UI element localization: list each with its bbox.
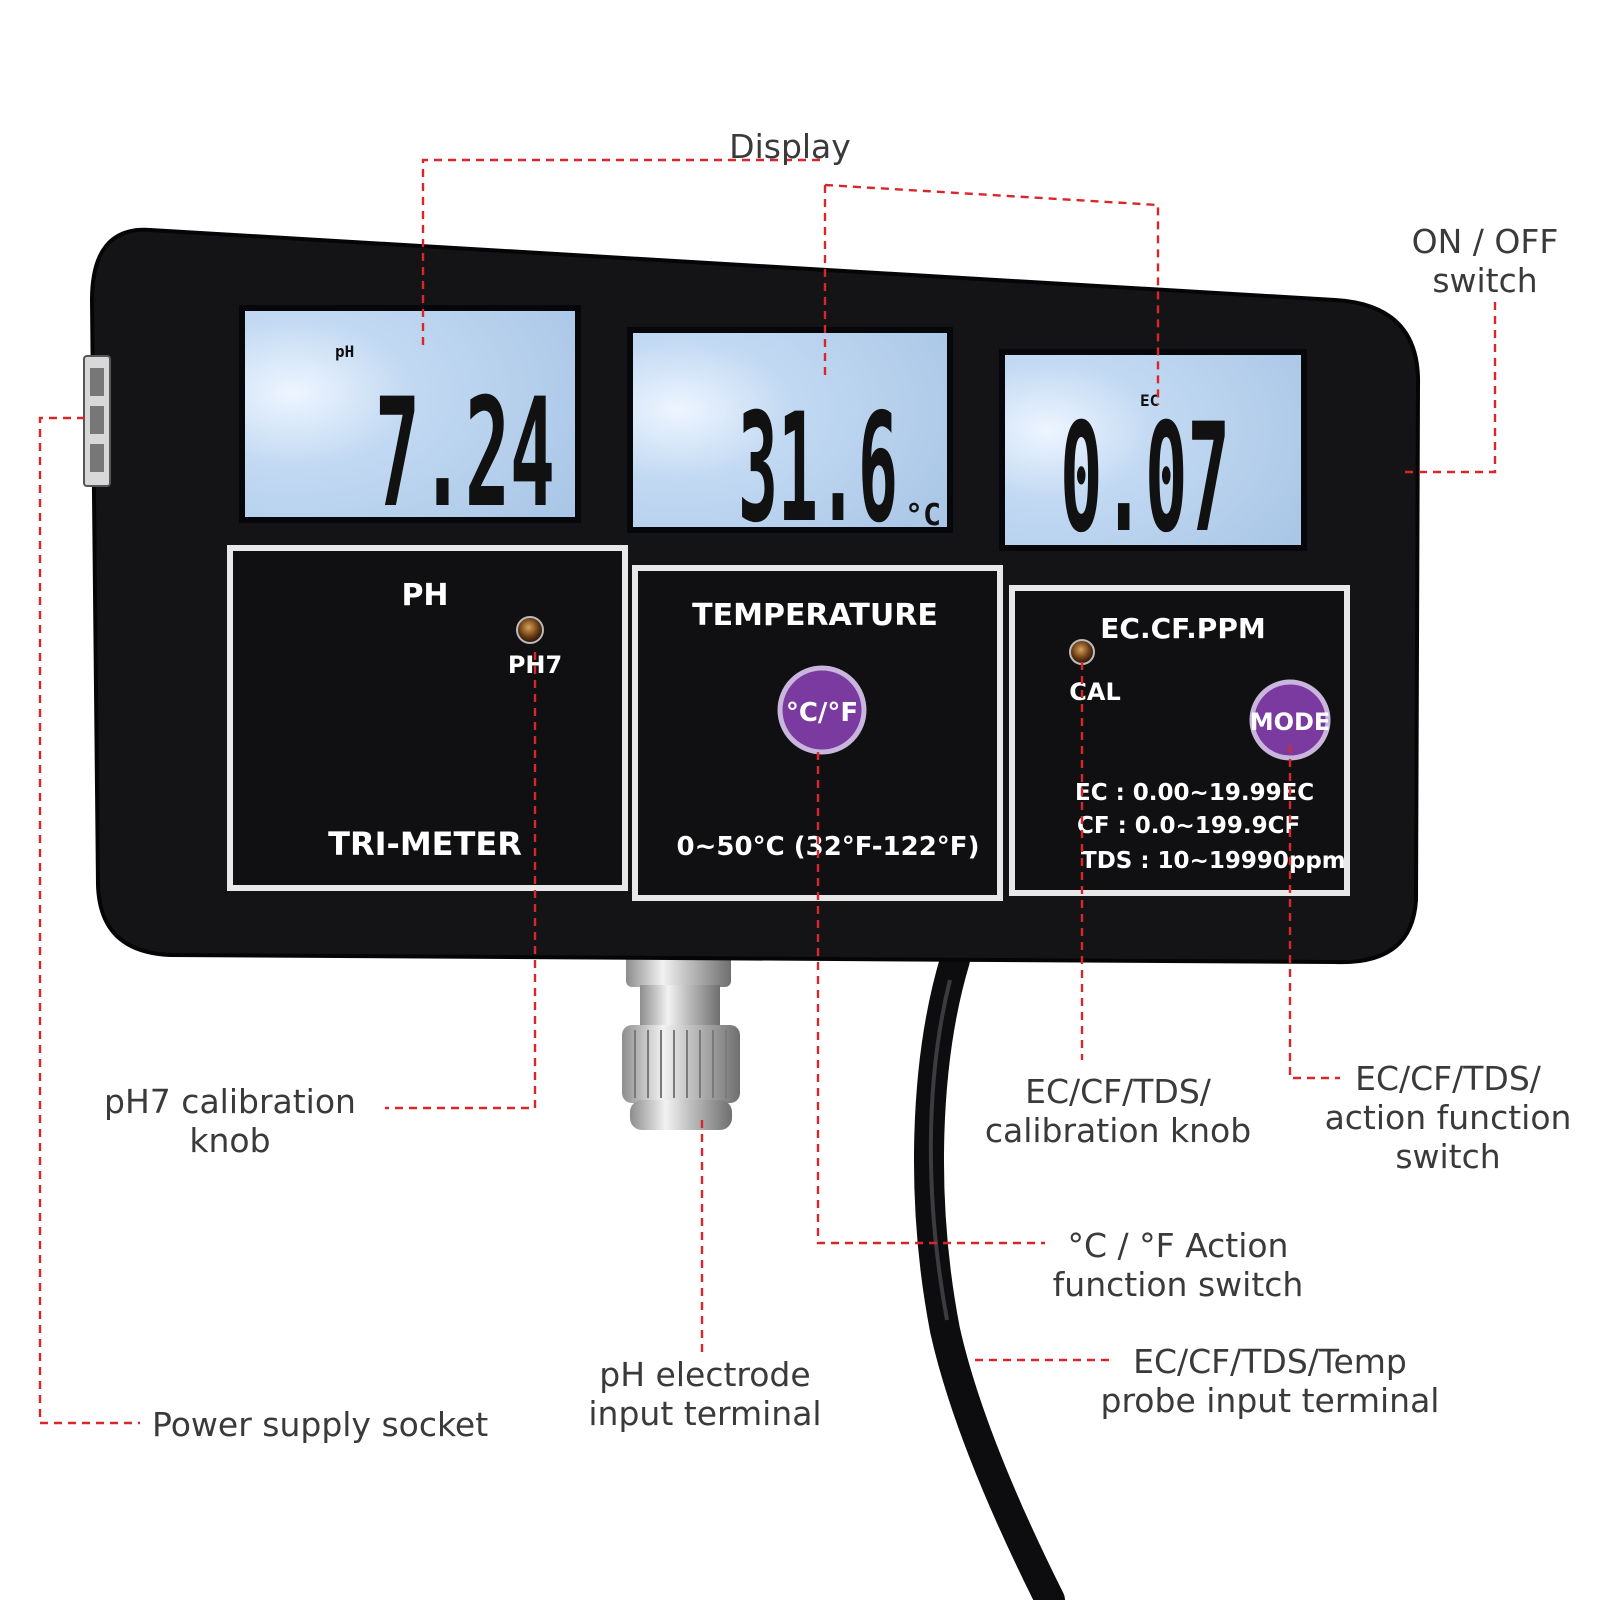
panel-ec-title: EC.CF.PPM	[1100, 612, 1265, 645]
panel-ec-spec: TDS : 10~19990ppm	[1081, 848, 1346, 874]
callout-on-off: ON / OFF switch	[1380, 222, 1590, 300]
callout-probe-terminal: EC/CF/TDS/Temp probe input terminal	[1070, 1342, 1470, 1420]
panel-ec-knob-label: CAL	[1069, 678, 1120, 706]
mode-button[interactable]	[1249, 679, 1331, 761]
lcd-ec-unit: EC	[1140, 391, 1159, 410]
callout-power-socket-text: Power supply socket	[152, 1405, 489, 1444]
temp-unit-button[interactable]	[777, 665, 867, 755]
lcd-ec	[999, 349, 1307, 551]
panel-ec-spec: EC : 0.00~19.99EC	[1075, 780, 1314, 806]
leader-display	[421, 158, 1160, 405]
lcd-temp-value: 31.6	[738, 382, 898, 556]
callout-display: Display	[690, 127, 890, 166]
probe-cable-highlight	[928, 979, 952, 1321]
lcd-temp-unit: °C	[905, 498, 941, 533]
temp-unit-button-label: °C/°F	[786, 698, 858, 728]
panel-temp-title: TEMPERATURE	[692, 598, 938, 633]
callout-on-off-line: switch	[1432, 261, 1538, 300]
leader-power-socket	[38, 416, 140, 1425]
callout-power-socket: Power supply socket	[152, 1405, 532, 1444]
leader-on-off	[1405, 302, 1497, 474]
lcd-ph-value: 7.24	[375, 367, 555, 541]
lcd-ph	[239, 305, 581, 523]
ec-cal-knob[interactable]	[1069, 639, 1095, 665]
panel-ph-footer: TRI-METER	[328, 825, 522, 863]
panel-ph	[227, 545, 628, 891]
callout-ph-electrode-line: pH electrode	[599, 1355, 811, 1394]
callout-temp-switch-line: °C / °F Action	[1067, 1226, 1289, 1265]
ph7-knob[interactable]	[516, 616, 544, 644]
leader-temp-switch	[816, 752, 1045, 1245]
callout-ec-cal-knob-line: calibration knob	[984, 1111, 1252, 1150]
callout-ph7-knob-line: pH7 calibration	[104, 1082, 356, 1121]
mode-button-label: MODE	[1250, 708, 1331, 736]
callout-mode-switch: EC/CF/TDS/ action function switch	[1302, 1059, 1594, 1176]
callout-ph-electrode-line: input terminal	[588, 1394, 822, 1433]
callout-ph7-knob: pH7 calibration knob	[80, 1082, 380, 1160]
leader-mode-switch	[1288, 745, 1340, 1080]
bnc-connector	[622, 945, 740, 1130]
lcd-ph-unit: pH	[335, 342, 354, 361]
callout-mode-switch-line: action function	[1324, 1098, 1572, 1137]
leader-ph7-knob	[385, 652, 537, 1110]
callout-probe-terminal-line: probe input terminal	[1100, 1381, 1440, 1420]
callout-on-off-line: ON / OFF	[1411, 222, 1559, 261]
leader-lines	[38, 158, 1497, 1425]
power-socket	[83, 355, 111, 487]
callout-temp-switch: °C / °F Action function switch	[1028, 1226, 1328, 1304]
callout-ec-cal-knob-line: EC/CF/TDS/	[1025, 1072, 1211, 1111]
callout-ec-cal-knob: EC/CF/TDS/ calibration knob	[968, 1072, 1268, 1150]
panel-temp-range: 0~50°C (32°F-122°F)	[677, 832, 980, 862]
lcd-ec-value: 0.07	[1060, 392, 1230, 566]
callout-mode-switch-line: switch	[1395, 1137, 1501, 1176]
callout-temp-switch-line: function switch	[1052, 1265, 1304, 1304]
callout-ph7-knob-line: knob	[189, 1121, 271, 1160]
panel-ph-title: PH	[401, 578, 448, 613]
callout-probe-terminal-line: EC/CF/TDS/Temp	[1133, 1342, 1407, 1381]
callout-ph-electrode: pH electrode input terminal	[560, 1355, 850, 1433]
lcd-temperature	[627, 327, 953, 533]
callout-display-text: Display	[729, 127, 851, 166]
callout-mode-switch-line: EC/CF/TDS/	[1355, 1059, 1541, 1098]
panel-ec-spec: CF : 0.0~199.9CF	[1077, 813, 1300, 839]
